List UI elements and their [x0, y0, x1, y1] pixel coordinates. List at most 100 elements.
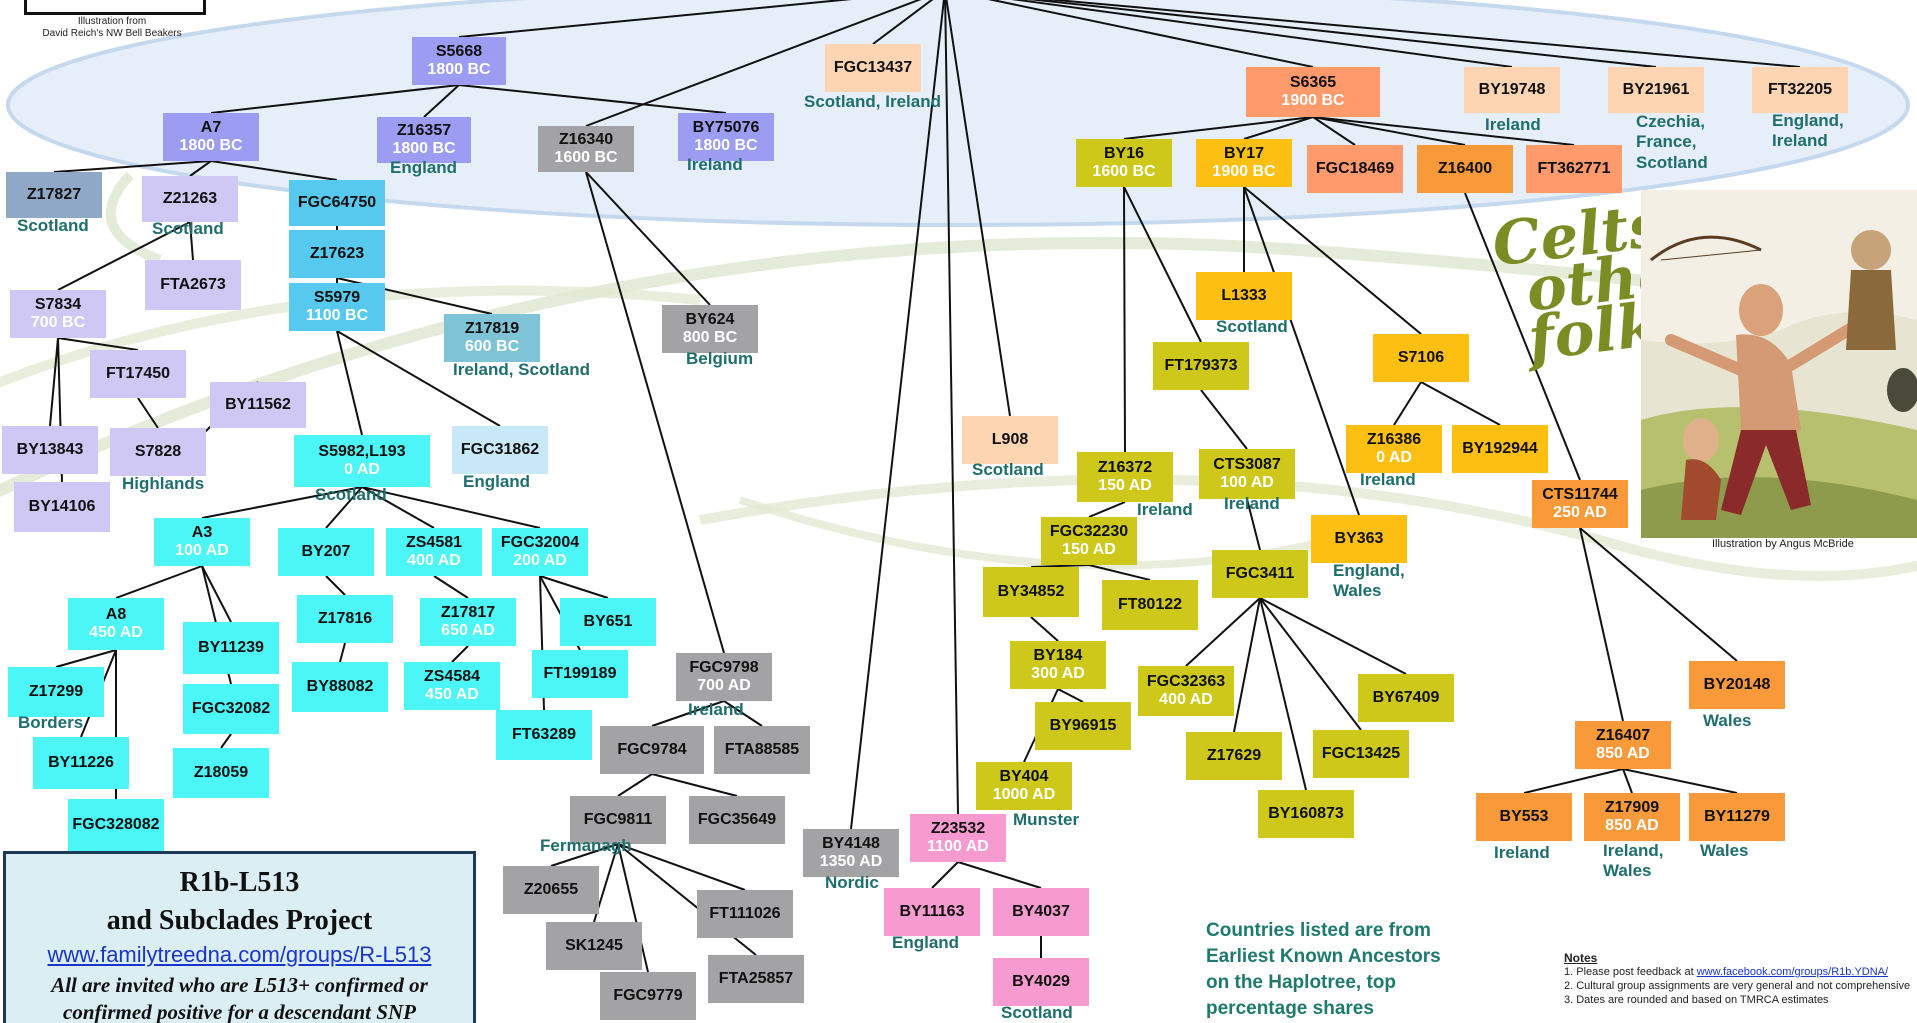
snp-node-fgc18469: FGC18469 — [1307, 145, 1403, 193]
snp-node-z17299: Z17299 — [8, 667, 104, 717]
snp-label: FGC32082 — [191, 699, 271, 717]
edge-root-by21961 — [1028, 0, 1657, 68]
edge-a8-z17299 — [55, 649, 117, 668]
snp-label: FGC32363 — [1146, 672, 1226, 690]
snp-label: BY624 — [685, 310, 735, 328]
snp-date: 1900 BC — [1281, 92, 1345, 109]
project-url-link[interactable]: www.familytreedna.com/groups/R-L513 — [47, 942, 432, 967]
location-fgc9798: Ireland — [688, 700, 744, 719]
edge-root-l908 — [945, 0, 1011, 417]
edge-s6365-z16400 — [1312, 116, 1466, 146]
edge-by207-z17816 — [325, 575, 346, 596]
edge-s5982l193-zs4581 — [361, 486, 435, 529]
snp-date: 100 AD — [1220, 474, 1274, 491]
snp-label: FGC31862 — [460, 440, 540, 458]
snp-node-fgc9784: FGC9784 — [600, 726, 704, 774]
snp-label: BY34852 — [997, 582, 1065, 600]
snp-date: 1000 AD — [992, 786, 1056, 803]
snp-node-by67409: BY67409 — [1358, 674, 1454, 722]
notes-line3: 3. Dates are rounded and based on TMRCA … — [1564, 994, 1829, 1006]
snp-label: BY11226 — [48, 753, 114, 771]
snp-node-by4029: BY4029 — [993, 958, 1089, 1006]
snp-label: Z16386 — [1366, 430, 1422, 448]
feedback-link[interactable]: www.facebook.com/groups/R1b.YDNA/ — [1696, 966, 1889, 978]
snp-label: BY21961 — [1622, 80, 1690, 98]
location-z17827: Scotland — [17, 216, 89, 235]
location-by21961: Czechia, France, Scotland — [1636, 112, 1708, 172]
countries-note: Countries listed are from Earliest Known… — [1206, 918, 1441, 1022]
snp-label: Z21263 — [162, 189, 218, 207]
snp-node-by11226: BY11226 — [33, 737, 129, 789]
edge-cts11744-by20148 — [1579, 527, 1738, 662]
snp-label: Z16340 — [558, 130, 614, 148]
snp-label: BY88082 — [306, 677, 374, 695]
celtic-warriors-illustration — [1641, 190, 1917, 538]
edge-by16-z16372 — [1123, 186, 1126, 453]
edge-fgc9811-ft111026 — [617, 843, 746, 891]
snp-label: A8 — [105, 605, 127, 623]
snp-label: S7834 — [34, 295, 82, 313]
snp-node-by11562: BY11562 — [210, 382, 306, 428]
snp-date: 1800 BC — [427, 61, 491, 78]
snp-node-by160873: BY160873 — [1258, 790, 1354, 838]
snp-node-fta88585: FTA88585 — [714, 726, 810, 774]
edge-z16407-by553 — [1523, 768, 1624, 794]
snp-date: 450 AD — [425, 686, 479, 703]
snp-label: FGC32004 — [500, 533, 580, 551]
snp-label: FGC3411 — [1225, 564, 1295, 582]
edge-ft179373-cts3087 — [1200, 389, 1248, 450]
edge-z17816-by88082 — [339, 642, 346, 663]
location-s7828: Highlands — [122, 474, 205, 493]
reich-caption: Illustration from David Reich's NW Bell … — [22, 16, 202, 40]
location-by11279: Wales — [1700, 841, 1749, 860]
snp-node-z17816: Z17816 — [297, 595, 393, 643]
snp-label: S7106 — [1397, 348, 1445, 366]
snp-node-z20655: Z20655 — [503, 866, 599, 914]
location-fgc13437: Scotland, Ireland — [804, 92, 941, 111]
edge-by17-by363 — [1243, 186, 1360, 516]
edge-fgc32230-ft80122 — [1088, 564, 1151, 581]
snp-node-s7106: S7106 — [1373, 334, 1469, 382]
location-l908: Scotland — [972, 460, 1044, 479]
snp-node-by88082: BY88082 — [292, 662, 388, 712]
countries-note-line4: percentage shares — [1206, 998, 1374, 1019]
edge-z16407-z17909 — [1622, 768, 1633, 794]
edge-s5668-z16357 — [423, 84, 460, 118]
snp-node-by19748: BY19748 — [1464, 67, 1560, 113]
snp-label: Z16357 — [396, 121, 452, 139]
edge-root-z23532 — [944, 0, 959, 815]
snp-label: FT63289 — [511, 725, 577, 743]
snp-label: BY4029 — [1012, 972, 1070, 990]
snp-label: Z17909 — [1604, 798, 1660, 816]
snp-node-z17629: Z17629 — [1186, 732, 1282, 780]
snp-node-by21961: BY21961 — [1608, 67, 1704, 113]
location-z21263: Scotland — [152, 219, 224, 238]
snp-node-fgc64750: FGC64750 — [289, 180, 385, 226]
snp-node-ft362771: FT362771 — [1526, 145, 1622, 193]
snp-label: FGC32230 — [1049, 522, 1129, 540]
snp-label: ZS4581 — [405, 533, 463, 551]
snp-node-sk1245: SK1245 — [546, 922, 642, 970]
snp-date: 1600 BC — [1092, 163, 1156, 180]
edge-fgc9811-z20655 — [550, 843, 619, 867]
snp-date: 700 AD — [697, 677, 751, 694]
snp-label: BY19748 — [1478, 80, 1546, 98]
snp-label: BY160873 — [1268, 804, 1344, 822]
location-by363: England, Wales — [1333, 561, 1405, 601]
snp-label: BY16 — [1103, 144, 1145, 162]
snp-date: 1350 AD — [819, 853, 883, 870]
edge-root-by4148 — [850, 0, 945, 830]
snp-label: Z16400 — [1437, 159, 1493, 177]
snp-label: FTA88585 — [724, 740, 800, 758]
snp-label: Z23532 — [930, 819, 986, 837]
location-by624: Belgium — [686, 349, 754, 368]
countries-note-line2: Earliest Known Ancestors — [1206, 946, 1441, 967]
